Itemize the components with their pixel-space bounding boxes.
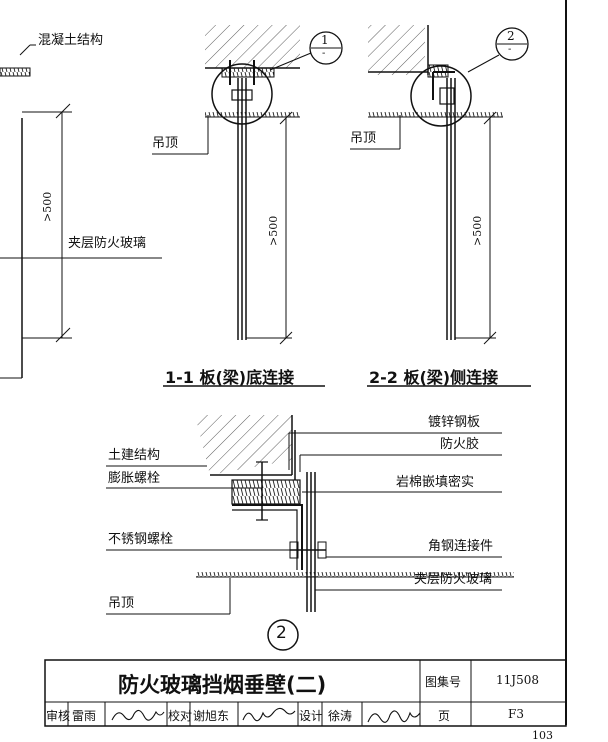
label-civil-structure: 土建结构 — [108, 448, 161, 463]
sheet-title: 防火玻璃挡烟垂壁(二) — [118, 673, 327, 697]
label-ceiling-2: 吊顶 — [350, 131, 377, 146]
label-expansion-bolt: 膨胀螺栓 — [108, 471, 161, 486]
label-interlayer-glass: 夹层防火玻璃 — [414, 572, 493, 587]
designer-name: 徐涛 — [328, 709, 353, 723]
callout-1-number: 1 — [321, 33, 329, 47]
label-concrete-structure: 混凝土结构 — [38, 33, 104, 48]
view-1-1 — [152, 25, 343, 345]
label-ceiling-3: 吊顶 — [108, 596, 135, 611]
callout-1-dash: - — [322, 48, 326, 59]
view-title-1: 1-1 板(梁)底连接 — [165, 368, 295, 387]
callout-2-dash: - — [508, 44, 512, 55]
checker-name: 谢旭东 — [193, 709, 230, 723]
design-label: 设计 — [299, 709, 324, 723]
label-interlayer-glass-left: 夹层防火玻璃 — [68, 236, 147, 251]
view-title-2: 2-2 板(梁)侧连接 — [369, 368, 499, 387]
label-rockwool: 岩棉嵌填密实 — [396, 475, 475, 490]
title-block-frame — [44, 659, 567, 727]
left-partial-view — [0, 44, 162, 379]
signature-reviewer — [111, 709, 165, 721]
page-number: F3 — [508, 707, 524, 721]
atlas-label: 图集号 — [425, 675, 462, 689]
label-angle-connector: 角钢连接件 — [428, 539, 494, 554]
check-label: 校对 — [168, 709, 193, 723]
review-label: 审核 — [46, 709, 71, 723]
atlas-number: 11J508 — [496, 673, 539, 687]
label-stainless-bolt: 不锈钢螺栓 — [108, 532, 174, 547]
dimension-view-1: >500 — [267, 215, 280, 246]
signature-designer — [367, 710, 421, 723]
view-2-2 — [350, 25, 529, 345]
page-label: 页 — [438, 709, 451, 723]
reviewer-name: 雷雨 — [72, 709, 97, 723]
detail-number: 2 — [276, 623, 287, 643]
callout-2-number: 2 — [507, 29, 515, 43]
label-fire-sealant: 防火胶 — [440, 437, 480, 452]
dimension-left: >500 — [41, 191, 54, 222]
detail-2-drawing — [106, 415, 514, 651]
signature-checker — [242, 707, 296, 722]
label-galvanized-plate: 镀锌钢板 — [428, 415, 481, 430]
dimension-view-2: >500 — [471, 215, 484, 246]
label-ceiling-1: 吊顶 — [152, 136, 179, 151]
page-number-bottom: 103 — [532, 729, 553, 742]
